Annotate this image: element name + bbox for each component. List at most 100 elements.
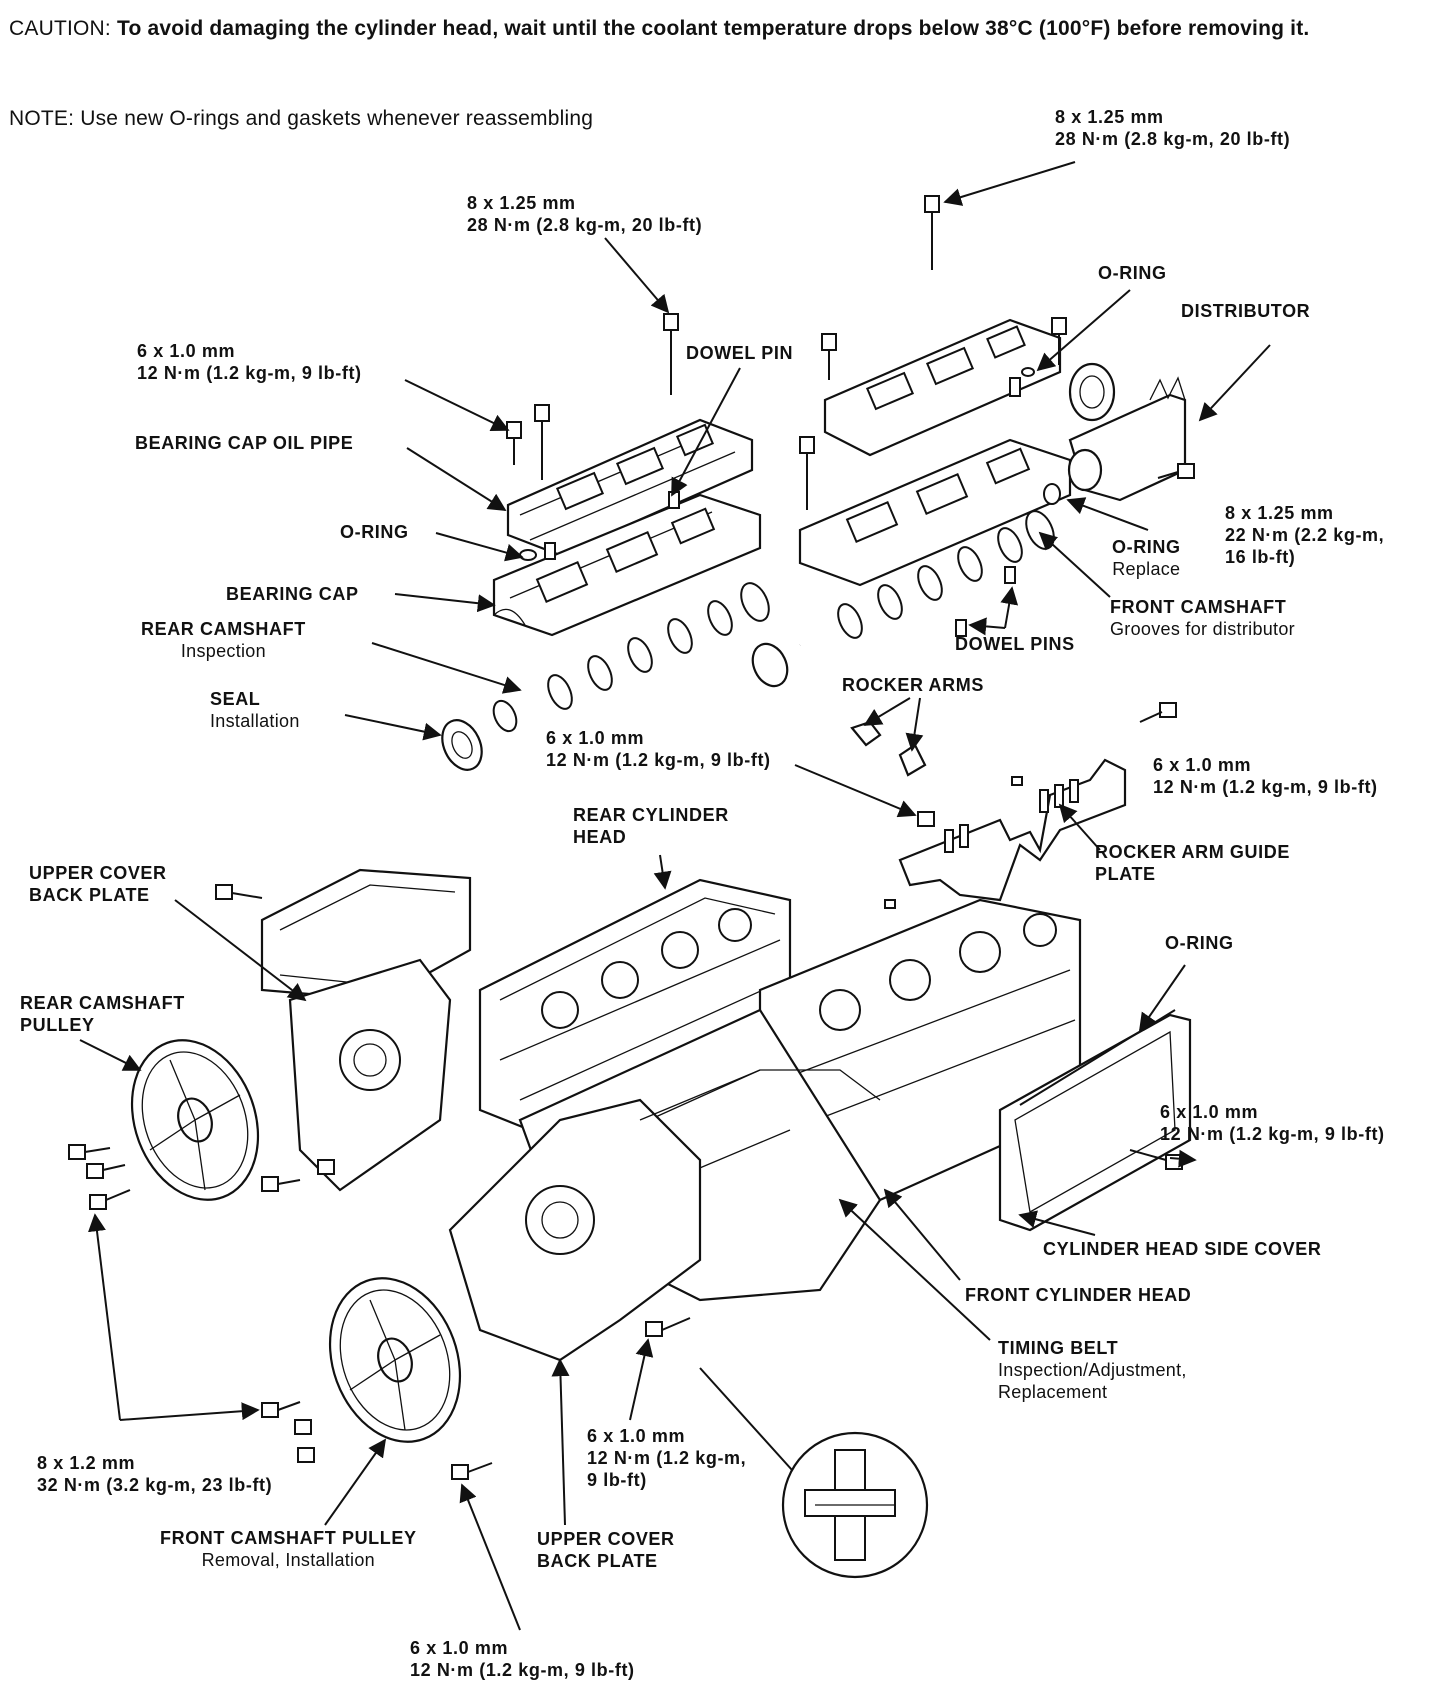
label-sub: Replace [1112,559,1181,579]
label-sub: Removal, Installation [201,1550,375,1570]
rear-camshaft-pulley-part [130,1039,260,1201]
label-title: 8 x 1.25 mm [1225,503,1334,523]
label-title2: BACK PLATE [537,1551,658,1571]
label-dowel-pin: DOWEL PIN [686,342,793,364]
label-title: 6 x 1.0 mm [587,1426,686,1446]
bolt-guide-plate-right [1139,702,1177,723]
label-title: CYLINDER HEAD SIDE COVER [1043,1239,1322,1259]
small-orings-and-pins [519,367,1061,909]
bolt-top-center [663,313,679,395]
label-title: REAR CYLINDER [573,805,729,825]
label-title2: PULLEY [20,1015,95,1035]
label-sub2: 9 lb-ft) [587,1470,647,1490]
cylinder-head-side-cover-part [998,1009,1192,1232]
front-timing-cover-part [448,1098,702,1362]
label-title: O-RING [1165,933,1234,953]
rear-bearing-cap-part [492,493,762,637]
general-note: NOTE: Use new O-rings and gaskets whenev… [9,104,909,133]
label-sub: 28 N·m (2.8 kg-m, 20 lb-ft) [1055,129,1291,149]
label-title: 6 x 1.0 mm [1160,1102,1259,1122]
label-title: FRONT CAMSHAFT [1110,597,1287,617]
label-sub: 12 N·m (1.2 kg-m, 9 lb-ft) [137,363,362,383]
rear-cylinder-head-part [478,878,792,1152]
label-title: SEAL [210,689,261,709]
front-camshaft-part [798,510,1055,650]
label-title: ROCKER ARMS [842,675,984,695]
rocker-arm-guide-plate-part [898,758,1127,902]
label-sub: 28 N·m (2.8 kg-m, 20 lb-ft) [467,215,703,235]
caution-text: To avoid damaging the cylinder head, wai… [116,17,1310,40]
front-seal-part [751,642,789,688]
bolt-rear-cover-2 [317,1159,335,1175]
label-rear-camshaft-pulley: REAR CAMSHAFT PULLEY [20,992,185,1036]
bolt-lower-center [645,1317,691,1337]
label-title: FRONT CYLINDER HEAD [965,1285,1192,1305]
label-title: O-RING [1112,537,1181,557]
label-sub: Inspection [180,641,266,661]
label-bearing-cap: BEARING CAP [226,583,359,605]
label-seal: SEAL Installation [210,688,300,732]
bolt-left-2 [534,404,550,480]
bolt-rear-cover-1 [261,1176,301,1192]
label-sub2: Replacement [998,1382,1108,1402]
label-bolt-side-cover: 6 x 1.0 mm 12 N·m (1.2 kg-m, 9 lb-ft) [1160,1101,1385,1145]
bolt-pulley-rear-1 [68,1144,111,1160]
label-title: 6 x 1.0 mm [137,341,236,361]
label-bolt-pulley: 8 x 1.2 mm 32 N·m (3.2 kg-m, 23 lb-ft) [37,1452,272,1496]
label-title: 8 x 1.2 mm [37,1453,136,1473]
label-front-camshaft: FRONT CAMSHAFT Grooves for distributor [1110,596,1295,640]
bolt-detail-inset [699,1367,929,1579]
label-bolt-bottom: 6 x 1.0 mm 12 N·m (1.2 kg-m, 9 lb-ft) [410,1637,635,1681]
bolt-guide-plate-left [917,811,935,827]
label-rocker-arms: ROCKER ARMS [842,674,984,696]
label-bolt-top-center: 8 x 1.25 mm 28 N·m (2.8 kg-m, 20 lb-ft) [467,192,702,236]
label-rear-camshaft: REAR CAMSHAFT Inspection [141,618,306,662]
caution-lead: CAUTION: [9,17,111,40]
rear-timing-cover-part [288,958,452,1192]
timing-belt-part [639,1069,881,1121]
label-dowel-pins: DOWEL PINS [955,633,1075,655]
label-title: 6 x 1.0 mm [546,728,645,748]
label-sub: 12 N·m (1.2 kg-m, 9 lb-ft) [410,1660,635,1680]
bolt-mid-3 [1051,317,1067,365]
label-sub: 22 N·m (2.2 kg-m, [1225,525,1385,545]
bolt-upper-cover [215,884,263,900]
bolts-group [68,195,1195,1480]
label-bolt-left-6x1: 6 x 1.0 mm 12 N·m (1.2 kg-m, 9 lb-ft) [137,340,362,384]
label-title: O-RING [340,522,409,542]
label-title2: PLATE [1095,864,1156,884]
front-bearing-cap-part [798,438,1072,587]
rear-camshaft-part [492,582,770,733]
bolt-mid-1 [821,333,837,380]
label-title: ROCKER ARM GUIDE [1095,842,1290,862]
label-title: TIMING BELT [998,1338,1119,1358]
label-sub: 12 N·m (1.2 kg-m, 9 lb-ft) [1160,1124,1385,1144]
label-sub: Inspection/Adjustment, [998,1360,1187,1380]
label-sub: Grooves for distributor [1110,619,1295,639]
label-bolt-top-right: 8 x 1.25 mm 28 N·m (2.8 kg-m, 20 lb-ft) [1055,106,1290,150]
label-o-ring-left: O-RING [340,521,409,543]
label-title: 8 x 1.25 mm [1055,107,1164,127]
label-rear-cylinder-head: REAR CYLINDER HEAD [573,804,729,848]
bolt-pulley-rear-3 [89,1189,131,1210]
label-title: BEARING CAP OIL PIPE [135,433,354,453]
bolt-mid-2 [799,436,815,510]
label-title: BEARING CAP [226,584,359,604]
label-cylinder-head-side-cover: CYLINDER HEAD SIDE COVER [1043,1238,1321,1260]
bolt-bottom [451,1462,493,1480]
label-bolt-distributor: 8 x 1.25 mm 22 N·m (2.2 kg-m, 16 lb-ft) [1225,502,1384,568]
label-timing-belt: TIMING BELT Inspection/Adjustment, Repla… [998,1337,1187,1403]
rocker-arms-part [850,720,927,777]
label-rocker-arm-guide-plate: ROCKER ARM GUIDE PLATE [1095,841,1290,885]
leader-lines [79,161,1271,1631]
bolt-front-pulley-2 [294,1419,312,1435]
label-title2: HEAD [573,827,627,847]
label-upper-cover-back-plate-left: UPPER COVER BACK PLATE [29,862,167,906]
label-title: 6 x 1.0 mm [1153,755,1252,775]
label-title: UPPER COVER [537,1529,675,1549]
front-camshaft-pulley-part [328,1277,462,1443]
label-title: FRONT CAMSHAFT PULLEY [160,1528,417,1548]
label-distributor: DISTRIBUTOR [1181,300,1310,322]
